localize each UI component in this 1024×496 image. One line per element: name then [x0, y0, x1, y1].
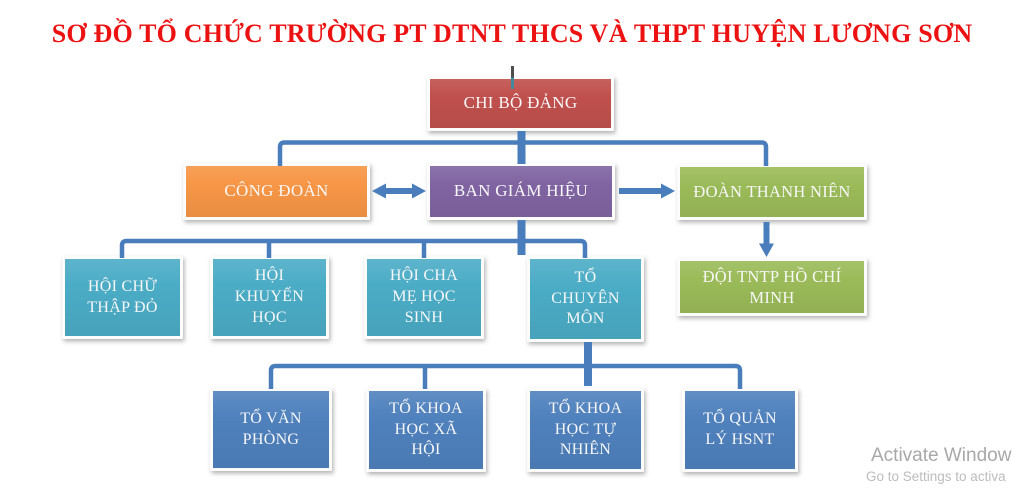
org-node-to-khoa-hoc-tu-nhien: TỔ KHOA HỌC TỰ NHIÊN — [527, 388, 644, 472]
page-title: SƠ ĐỒ TỔ CHỨC TRƯỜNG PT DTNT THCS VÀ THP… — [51, 19, 973, 48]
org-node-to-khoa-hoc-xa-hoi: TỔ KHOA HỌC XÃ HỘI — [366, 388, 486, 472]
right-arrow-icon — [619, 183, 675, 199]
org-node-cong-doan: CÔNG ĐOÀN — [183, 163, 370, 220]
org-node-hoi-chu-thap-do: HỘI CHỮ THẬP ĐỎ — [62, 256, 183, 339]
down-arrow-icon — [759, 222, 774, 257]
org-node-ban-giam-hieu: BAN GIÁM HIỆU — [427, 163, 615, 220]
org-node-to-quan-ly-hsnt: TỔ QUẢN LÝ HSNT — [682, 388, 798, 472]
activate-windows-watermark: Activate Window — [871, 445, 1012, 466]
connector-tochuyenmon-row4 — [268, 363, 743, 389]
double-arrow-icon — [372, 183, 426, 199]
org-node-hoi-khuyen-hoc: HỘI KHUYẾN HỌC — [210, 256, 329, 339]
org-node-to-van-phong: TỔ VĂN PHÒNG — [210, 388, 332, 471]
activate-windows-watermark-subtext: Go to Settings to activa — [866, 469, 1006, 484]
org-node-doan-thanh-nien: ĐOÀN THANH NIÊN — [677, 164, 867, 220]
org-node-hoi-cha-me-hoc-sinh: HỘI CHA MẸ HỌC SINH — [364, 256, 484, 339]
org-node-to-chuyen-mon: TỔ CHUYÊN MÔN — [527, 256, 644, 342]
org-node-doi-tntp-ho-chi-minh: ĐỘI TNTP HỒ CHÍ MINH — [677, 258, 867, 316]
connector-bangiamhieu-row3 — [119, 238, 588, 258]
org-node-chi-bo-dang: CHI BỘ ĐẢNG — [427, 76, 614, 131]
